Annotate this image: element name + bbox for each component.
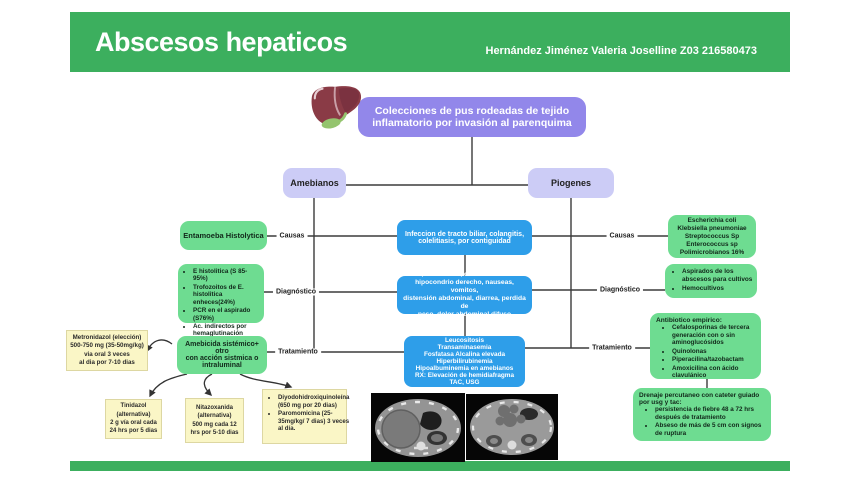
note-amebicidas-intraluminales: Diyodohidroxiquinoleína (650 mg por 20 d… [262, 389, 349, 444]
author-name: Hernández Jiménez Valeria Joselline Z03 … [485, 45, 758, 57]
drenaje-titulo: Drenaje percutaneo con cateter guiado po… [639, 392, 760, 406]
page-title: Abscesos hepaticos [95, 26, 348, 57]
branch-amebianos: Amebianos [283, 168, 346, 198]
drenaje-item: persistencia de fiebre 48 a 72 hrs despu… [655, 406, 767, 421]
node-laboratorio: Leucositosis Transaminasemia Fosfatasa A… [404, 336, 525, 387]
ct-scan-axial-1 [371, 393, 465, 462]
node-cuadro-clinico: fiebre, escalofrios, dolor abdominal en … [397, 271, 532, 318]
tratamiento-item: Cefalosporinas de tercera generación con… [672, 324, 757, 347]
header-bar: Abscesos hepaticos Hernández Jiménez Val… [70, 12, 790, 72]
tratamiento-item: Piperacilina/tazobactam [672, 356, 757, 364]
edge-label-diagnostico-left: Diagnóstico [272, 288, 320, 296]
diagnostico-item: E histolitica (S 85-95%) [193, 268, 261, 283]
root-definition-node: Colecciones de pus rodeadas de tejido in… [358, 97, 586, 137]
node-amebianos-causas: Entamoeba Histolytica [180, 221, 267, 250]
edge-label-diagnostico-right: Diagnóstico [596, 286, 644, 294]
node-amebianos-tratamiento: Amebicida sistémico+ otro con acción sis… [177, 336, 267, 374]
ct-scan-axial-2 [466, 394, 558, 460]
node-amebianos-diagnostico: E histolitica (S 85-95%) Trofozoitos de … [178, 264, 264, 353]
farmaco-item: Diyodohidroxiquinoleína (650 mg por 20 d… [278, 394, 349, 409]
edge-label-tratamiento-right: Tratamiento [589, 344, 635, 352]
node-causas-comun: Infeccion de tracto biliar, colangitis, … [397, 220, 532, 255]
note-metronidazol: Metronidazol (elección) 500-750 mg (35-5… [66, 330, 148, 371]
drenaje-item: Abseso de más de 5 cm con signos de rupt… [655, 422, 767, 437]
node-piogenes-causas: Escherichia coli Klebsiella pneumoniae S… [668, 215, 756, 258]
node-piogenes-diagnostico: Aspirados de los abscesos para cultivos … [665, 264, 757, 298]
tratamiento-item: Amoxicilina con ácido clavulánico [672, 365, 757, 380]
farmaco-item: Paromomicina (25-35mg/kg/ 7 dias) 3 vece… [278, 410, 349, 433]
note-nitazoxanida: Nitazoxanida (alternativa) 500 mg cada 1… [185, 398, 244, 443]
node-piogenes-drenaje: Drenaje percutaneo con cateter guiado po… [633, 388, 771, 441]
edge-label-causas-left: Causas [276, 232, 308, 240]
footer-strip [70, 461, 790, 471]
branch-piogenes: Piogenes [528, 168, 614, 198]
edge-label-causas-right: Causas [606, 232, 638, 240]
diagnostico-item: Aspirados de los abscesos para cultivos [682, 268, 754, 284]
diagnostico-item: Hemocultivos [682, 285, 754, 293]
edge-label-tratamiento-left: Tratamiento [275, 348, 321, 356]
tratamiento-item: Quinolonas [672, 348, 757, 356]
note-tinidazol: Tinidazol (alternativa) 2 g vía oral cad… [105, 399, 162, 439]
node-piogenes-tratamiento: Antibiotico empirico: Cefalosporinas de … [650, 313, 761, 379]
diagnostico-item: Trofozoitos de E. histolitica enheces(24… [193, 284, 261, 306]
liver-icon [306, 83, 364, 133]
tratamiento-titulo: Antibiotico empirico: [656, 317, 722, 324]
diagnostico-item: PCR en el aspirado (S76%) [193, 307, 261, 322]
